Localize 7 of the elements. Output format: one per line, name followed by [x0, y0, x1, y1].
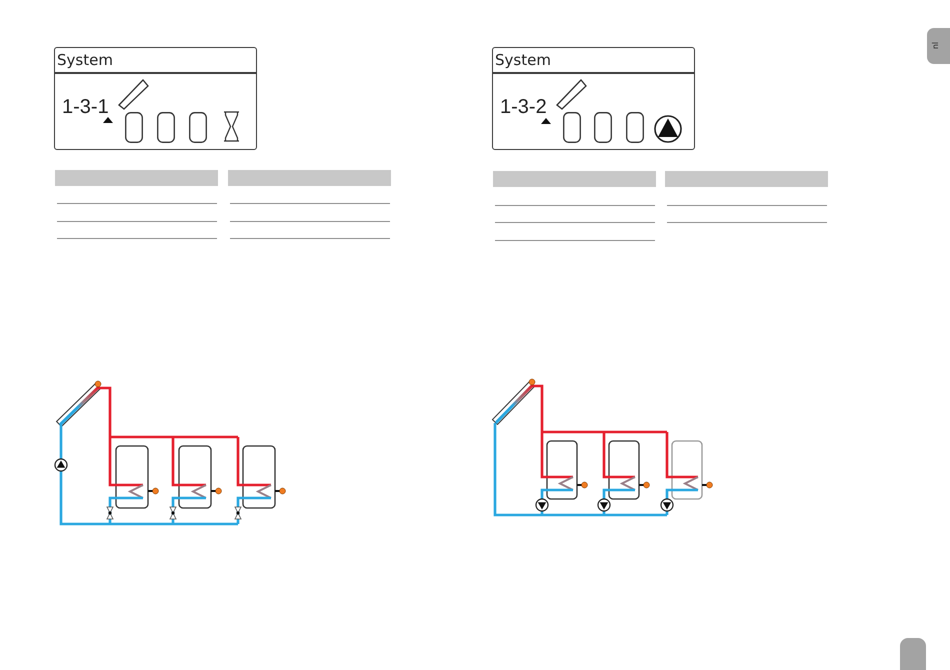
system-code: 1-3-2 — [500, 97, 547, 117]
display-title: System — [495, 51, 551, 69]
display-title: System — [57, 51, 113, 69]
lcd-display — [54, 47, 257, 150]
system-code: 1-3-1 — [62, 97, 109, 117]
lcd-display — [492, 47, 695, 150]
tab-label: nl — [931, 42, 940, 50]
